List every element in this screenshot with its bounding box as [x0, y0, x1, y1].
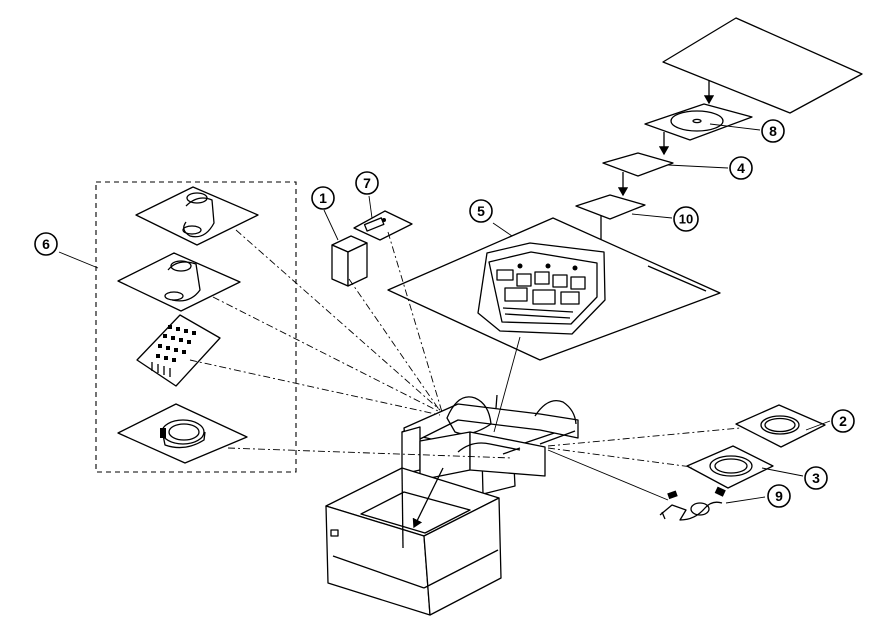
- cable-sheet-3: [687, 446, 773, 488]
- screw-kit-sheet: [137, 315, 220, 386]
- disc-sleeve: [645, 104, 752, 140]
- svg-text:8: 8: [769, 123, 777, 139]
- small-box: [332, 236, 367, 286]
- callout-7: 7: [356, 172, 378, 194]
- svg-text:3: 3: [812, 470, 820, 486]
- svg-text:6: 6: [42, 236, 50, 252]
- callout-6: 6: [35, 233, 57, 255]
- callout-2: 2: [832, 410, 854, 432]
- document-sheet-4: [603, 153, 673, 176]
- callout-10: 10: [674, 207, 698, 231]
- accessory-stand-sheet-a: [136, 187, 258, 245]
- svg-text:7: 7: [363, 175, 371, 191]
- svg-text:1: 1: [319, 190, 327, 206]
- svg-text:10: 10: [679, 212, 693, 227]
- callout-9: 9: [768, 485, 790, 507]
- cable-sheet-2: [736, 405, 825, 447]
- callout-1: 1: [312, 187, 334, 209]
- svg-text:5: 5: [477, 203, 485, 219]
- document-sheet-10: [576, 195, 645, 219]
- svg-text:2: 2: [839, 413, 847, 429]
- small-part-sheet: [354, 211, 412, 240]
- callout-8: 8: [762, 120, 784, 142]
- outer-carton: [326, 468, 501, 615]
- top-sheet: [663, 18, 862, 113]
- main-unit: [478, 243, 605, 334]
- power-cord: [660, 487, 726, 520]
- cable-coil-sheet: [118, 404, 247, 463]
- svg-text:9: 9: [775, 488, 783, 504]
- callout-3: 3: [805, 467, 827, 489]
- callout-5: 5: [470, 200, 492, 222]
- svg-text:4: 4: [737, 160, 745, 176]
- accessory-stand-sheet-b: [118, 253, 240, 311]
- callout-4: 4: [730, 157, 752, 179]
